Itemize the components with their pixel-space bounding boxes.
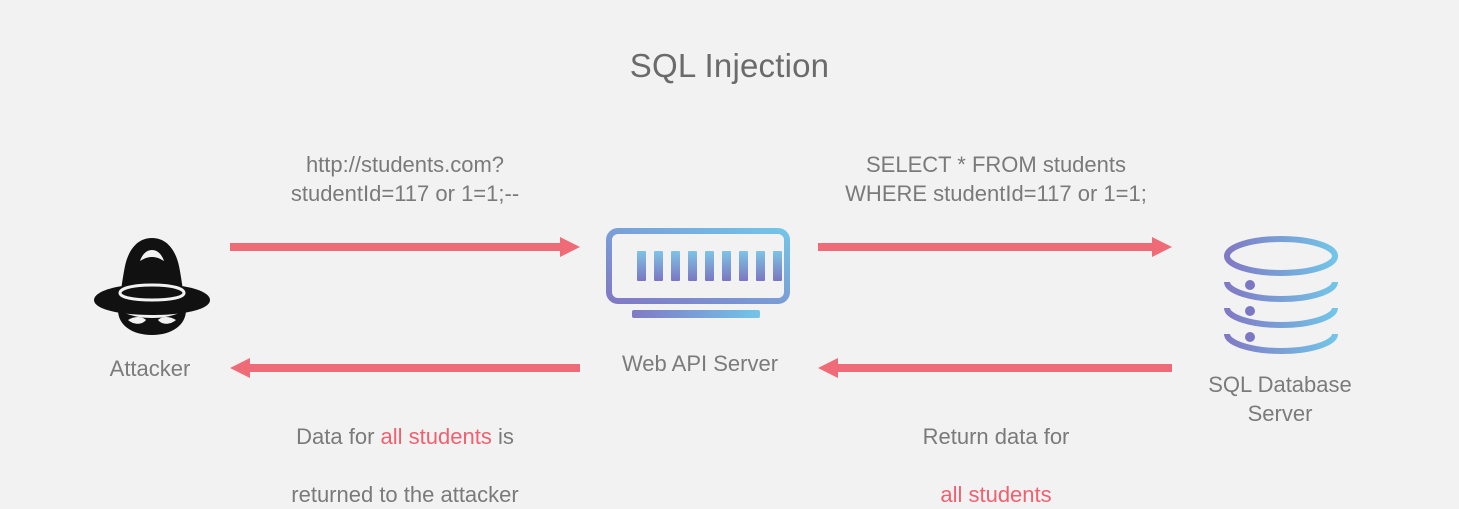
web-api-server-icon <box>606 228 796 324</box>
arrow-server-to-attacker <box>230 353 580 383</box>
return-text-line1: Return data for <box>922 424 1070 449</box>
attacker-hat-mask-icon <box>92 232 212 337</box>
return-text-highlight: all students <box>940 482 1052 507</box>
return-message-text: Return data for all students <box>790 393 1202 509</box>
response-text-suffix: is <box>491 424 514 449</box>
response-text-highlight: all students <box>380 424 492 449</box>
sql-database-cylinder-icon <box>1222 235 1340 355</box>
arrow-attacker-to-server <box>230 232 580 262</box>
web-api-server-label: Web API Server <box>621 351 779 376</box>
page-title: SQL Injection <box>629 47 830 84</box>
query-message-text: SELECT * FROM students WHERE studentId=1… <box>845 152 1147 206</box>
attacker-label: Attacker <box>109 356 191 381</box>
response-text-prefix: Data for <box>296 424 381 449</box>
arrow-database-to-server <box>818 353 1172 383</box>
arrow-server-to-database <box>818 232 1172 262</box>
sql-database-server-label: SQL Database Server <box>1208 372 1352 426</box>
response-text-line2: returned to the attacker <box>291 482 519 507</box>
request-message-text: http://students.com? studentId=117 or 1=… <box>290 152 520 206</box>
response-message-text: Data for all students is returned to the… <box>215 393 595 509</box>
